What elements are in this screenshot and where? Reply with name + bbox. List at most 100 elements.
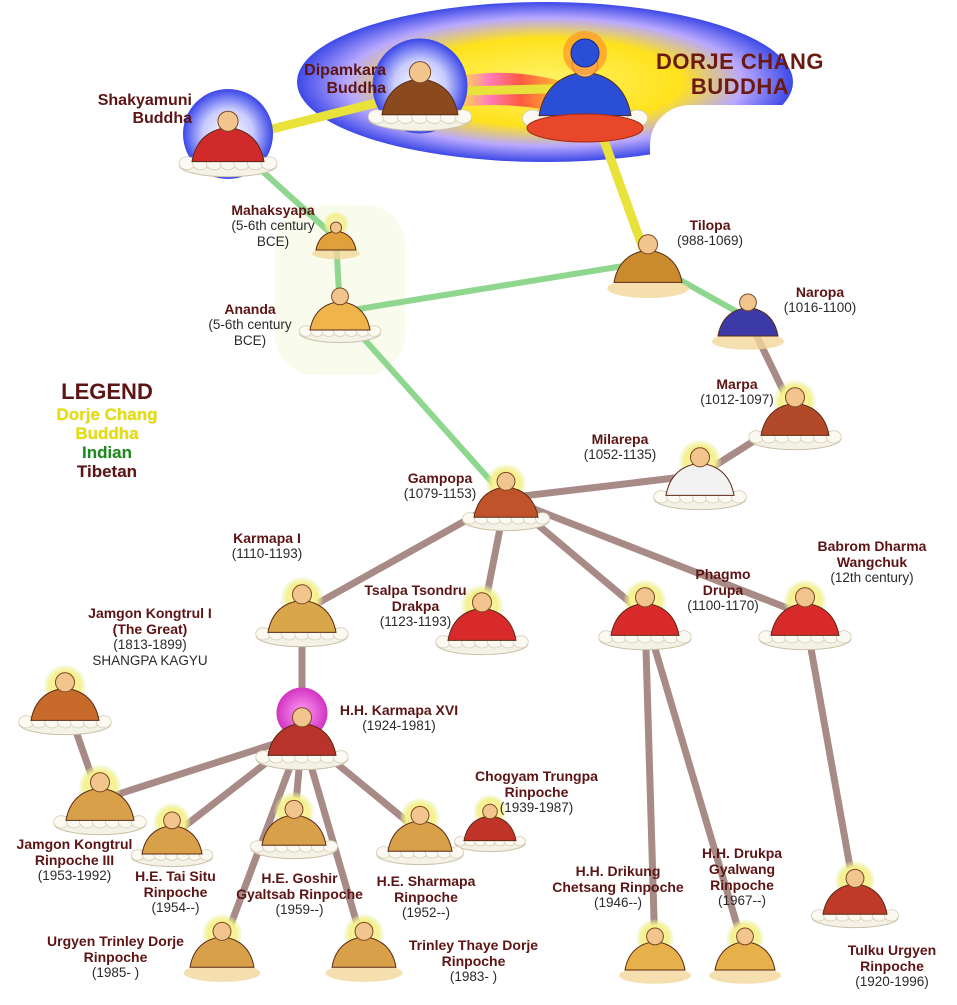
- label-karmapa-16: H.H. Karmapa XVI (1924-1981): [324, 702, 474, 734]
- figure-jamgon1: [18, 664, 112, 736]
- dates-babrom: (12th century): [830, 570, 914, 586]
- figure-mahaksyapa: [312, 211, 360, 260]
- ground-drukpa: [709, 967, 781, 984]
- legend-item-indian: Indian: [81, 442, 133, 462]
- robe-drukpa: [714, 940, 776, 971]
- label-naropa: Naropa (1016-1100): [765, 284, 875, 316]
- ground-trinley_thaye: [325, 964, 403, 982]
- figure-tsalpa: [435, 584, 529, 656]
- label-tai-situ: H.E. Tai Situ Rinpoche (1954--): [118, 868, 233, 916]
- label-goshir-gyaltsab: H.E. Goshir Gyaltsab Rinpoche (1959--): [222, 870, 377, 918]
- head-shakyamuni: [217, 110, 239, 132]
- dates-mahaksyapa: (5-6th century BCE): [231, 218, 315, 249]
- figure-phagmo: [598, 579, 692, 651]
- head-gampopa: [496, 471, 516, 491]
- dates-milarepa: (1052-1135): [583, 447, 657, 463]
- name-dipamkara: Dipamkara Buddha: [304, 62, 386, 98]
- name-mahaksyapa: Mahaksyapa: [231, 202, 315, 218]
- label-ananda: Ananda (5-6th century BCE): [190, 301, 310, 348]
- head-ananda: [331, 287, 349, 306]
- ground-urgyen_trinley: [183, 964, 261, 982]
- head-dipamkara: [408, 61, 432, 84]
- head-urgyen_trinley: [212, 921, 232, 941]
- figure-marpa: [748, 379, 842, 451]
- head-chogyam: [482, 803, 498, 820]
- label-mahaksyapa: Mahaksyapa (5-6th century BCE): [198, 202, 348, 249]
- legend-item-buddha: Buddha: [75, 423, 139, 443]
- lotus-petal: [454, 109, 473, 124]
- title-line-2: BUDDHA: [690, 73, 790, 99]
- dates-drikung-chetsang: (1946--): [593, 895, 642, 911]
- ground-mahaksyapa: [312, 248, 360, 260]
- label-drikung-chetsang: H.H. Drikung Chetsang Rinpoche (1946--): [533, 863, 703, 911]
- label-trinley-thaye: Trinley Thaye Dorje Rinpoche (1983- ): [386, 937, 561, 985]
- lotus-petal: [449, 846, 464, 859]
- figure-dipamkara: [367, 38, 473, 134]
- legend-item-dorje-chang: Dorje Chang: [56, 404, 158, 424]
- head-drukpa: [736, 927, 754, 946]
- dates-drukpa-gyalwang: (1967--): [717, 893, 766, 909]
- dates-tulku-urgyen: (1920-1996): [855, 974, 929, 990]
- robe-drikung: [624, 940, 686, 971]
- name-tsalpa: Tsalpa Tsondru Drakpa: [364, 582, 467, 615]
- robe-taisitu: [141, 824, 203, 855]
- label-milarepa: Milarepa (1052-1135): [565, 431, 675, 463]
- head-marpa: [784, 387, 806, 408]
- name-tulku-urgyen: Tulku Urgyen Rinpoche: [847, 942, 937, 975]
- figure-drikung: [619, 919, 691, 984]
- robe-tulku: [822, 883, 888, 915]
- label-jamgon-kongtrul-1: Jamgon Kongtrul I (The Great) (1813-1899…: [70, 605, 230, 668]
- dates-marpa: (1012-1097): [700, 392, 774, 408]
- dates-ananda: (5-6th century BCE): [208, 317, 292, 348]
- label-urgyen-trinley: Urgyen Trinley Dorje Rinpoche (1985- ): [28, 933, 203, 981]
- name-ananda: Ananda: [224, 301, 276, 317]
- head-naropa: [739, 293, 757, 312]
- head-babrom: [794, 587, 816, 608]
- dorje-chang-deity: [526, 31, 644, 143]
- name-jamgon-kongtrul-3: Jamgon Kongtrul Rinpoche III: [16, 836, 133, 869]
- name-jamgon-kongtrul-1: Jamgon Kongtrul I (The Great): [88, 605, 212, 638]
- link-phagmo-to-drikung: [641, 611, 659, 956]
- robe-chogyam: [463, 815, 517, 842]
- head-karmapa16: [291, 707, 313, 728]
- lotus-petal: [835, 630, 852, 644]
- robe-milarepa: [665, 462, 735, 496]
- figure-karmapa1: [255, 576, 349, 648]
- figure-drukpa: [709, 919, 781, 984]
- lotus-petal: [323, 840, 338, 853]
- head-jamgon1: [54, 672, 76, 693]
- link-karmapa16-to-jamgon3: [96, 731, 306, 804]
- dates-chogyam-trungpa: (1939-1987): [499, 800, 574, 816]
- name-karmapa-16: H.H. Karmapa XVI: [339, 702, 459, 718]
- head-jamgon3: [89, 772, 111, 793]
- figure-naropa: [712, 293, 784, 350]
- dates-sharmapa: (1952--): [401, 905, 450, 921]
- figure-tulku: [811, 861, 899, 929]
- figure-sharmapa: [376, 798, 464, 866]
- name-phagmo-drupa: Phagmo Drupa: [695, 566, 751, 599]
- dates-tsalpa: (1123-1193): [379, 614, 452, 630]
- name-babrom: Babrom Dharma Wangchuk: [817, 538, 927, 571]
- head-taisitu: [163, 811, 181, 830]
- link-babrom-to-tulku: [801, 611, 859, 899]
- name-chogyam-trungpa: Chogyam Trungpa Rinpoche: [475, 768, 598, 801]
- legend-heading: LEGEND: [61, 379, 153, 404]
- name-tilopa: Tilopa: [689, 217, 731, 233]
- dates-phagmo-drupa: (1100-1170): [687, 598, 759, 614]
- robe-jamgon1: [30, 687, 100, 721]
- ground-tilopa: [607, 279, 689, 299]
- lotus-petal: [199, 849, 214, 861]
- lotus-petal: [260, 156, 278, 171]
- name-karmapa-1: Karmapa I: [233, 530, 301, 546]
- cloud-panel: [650, 105, 940, 275]
- dates-naropa: (1016-1100): [783, 300, 857, 316]
- head-drikung: [646, 927, 664, 946]
- head-dorje-chang-blue: [570, 38, 600, 68]
- label-jamgon-kongtrul-3: Jamgon Kongtrul Rinpoche III (1953-1992): [2, 836, 147, 884]
- head-goshir: [284, 799, 304, 819]
- head-trinley_thaye: [354, 921, 374, 941]
- lotus-petal: [675, 630, 692, 644]
- figure-taisitu: [130, 803, 214, 868]
- head-phagmo: [634, 587, 656, 608]
